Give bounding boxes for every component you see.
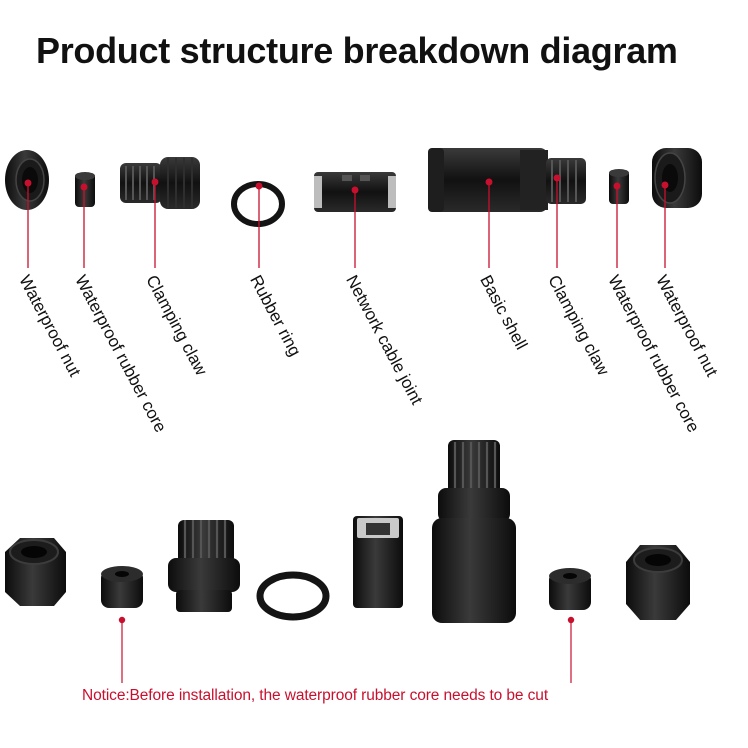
clamping-claw-left-part (120, 157, 200, 209)
basic-shell-part (428, 148, 586, 212)
bottom-waterproof-nut-right (626, 545, 690, 620)
leader-lines (24, 174, 669, 268)
waterproof-nut-right-part (652, 148, 702, 208)
rubber-ring-part (231, 181, 285, 227)
bottom-network-cable-joint (353, 516, 403, 608)
bottom-rubber-core-right (549, 568, 591, 610)
notice-leader-lines (118, 616, 575, 683)
installation-notice: Notice:Before installation, the waterpro… (82, 687, 549, 704)
bottom-basic-shell (432, 440, 516, 623)
diagram-title: Product structure breakdown diagram (36, 30, 678, 71)
bottom-rubber-core-left (101, 566, 143, 608)
bottom-waterproof-nut-left (5, 538, 66, 606)
bottom-rubber-ring (256, 571, 330, 621)
bottom-clamping-claw (168, 520, 240, 612)
